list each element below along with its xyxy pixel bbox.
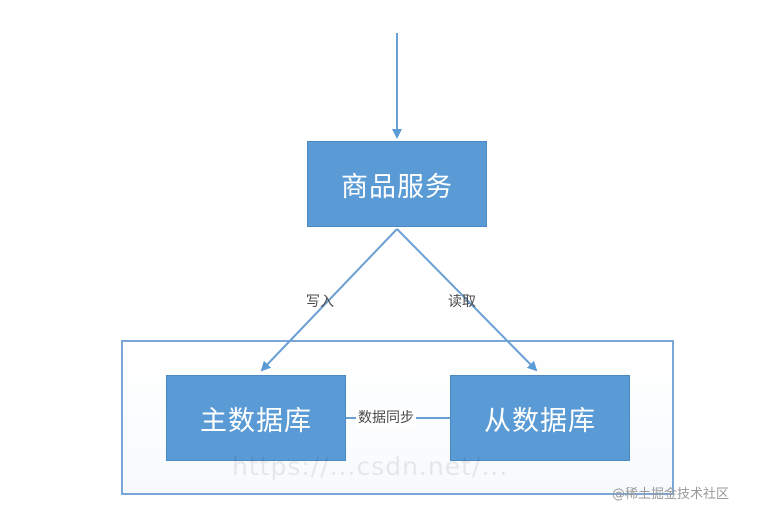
read-arrow xyxy=(396,228,538,372)
write-arrow xyxy=(260,228,398,372)
sync-edge-label: 数据同步 xyxy=(356,407,416,427)
url-watermark: https://...csdn.net/... xyxy=(232,452,509,481)
brand-watermark: @稀土掘金技术社区 xyxy=(612,487,730,502)
read-edge-label: 读取 xyxy=(448,294,476,310)
product-service-node: 商品服务 xyxy=(307,141,487,227)
write-edge-label: 写入 xyxy=(306,294,334,310)
master-database-node: 主数据库 xyxy=(166,375,346,461)
slave-database-node: 从数据库 xyxy=(450,375,630,461)
